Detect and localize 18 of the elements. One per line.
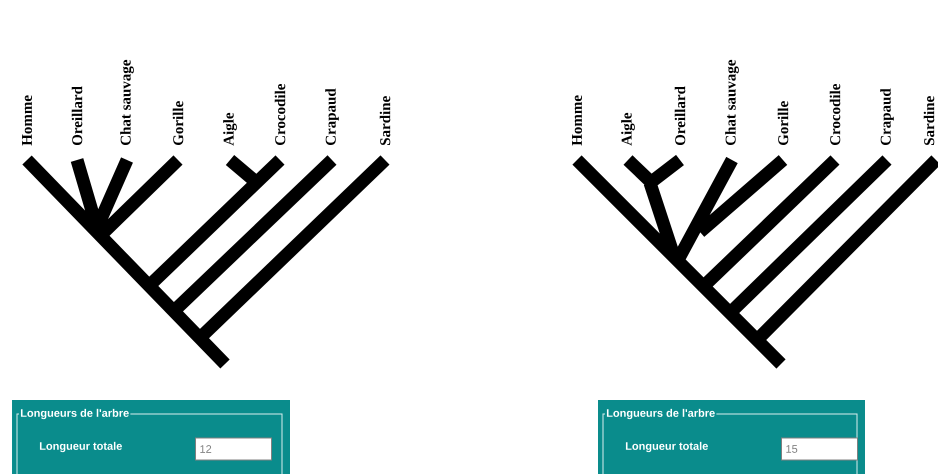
taxon-label: Gorille [172, 101, 184, 146]
taxon-label: Gorille [778, 101, 788, 146]
taxon-label: Chat sauvage [120, 60, 134, 146]
taxon-label: Sardine [924, 96, 934, 145]
input-field: 15 [781, 438, 858, 460]
input-field: 12 [195, 438, 272, 460]
taxon-label: Aigle [223, 112, 237, 146]
taxon-label: Chat sauvage [725, 60, 739, 146]
taxon-label: Homme [572, 95, 582, 146]
taxon-label: Sardine [380, 96, 390, 145]
taxon-label: Crocodile [830, 84, 840, 146]
taxon-label: Homme [22, 95, 32, 146]
taxon-label: Oreillard [72, 86, 82, 146]
taxon-label: Aigle [621, 112, 635, 146]
taxon-label: Crocodile [274, 84, 286, 146]
taxon-label: Crapaud [880, 88, 894, 146]
taxon-label: Crapaud [325, 88, 339, 146]
taxon-label: Oreillard [674, 86, 686, 146]
